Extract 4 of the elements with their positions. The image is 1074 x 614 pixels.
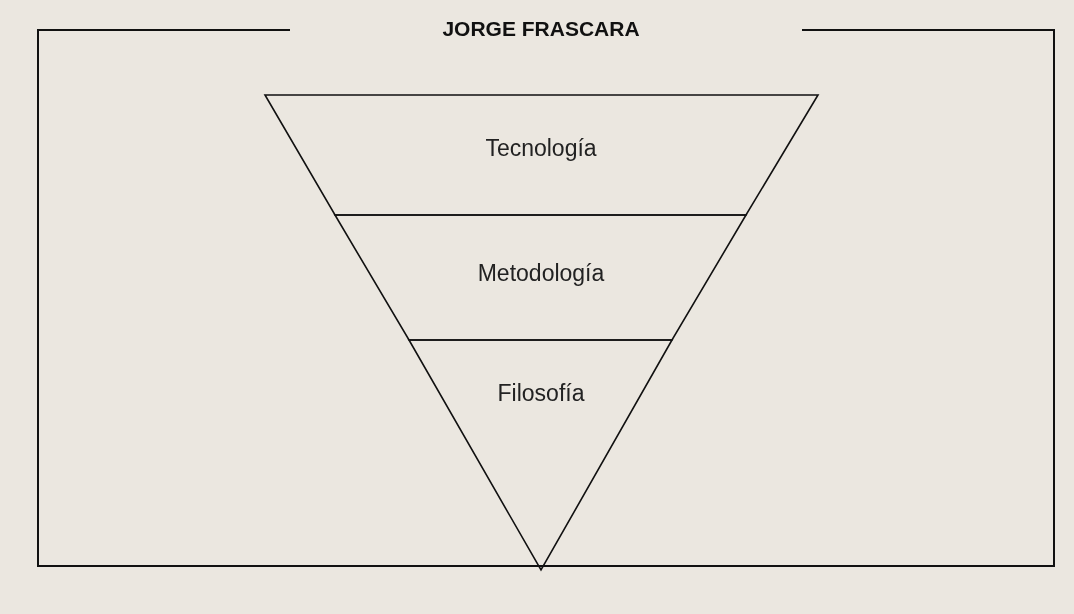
title: JORGE FRASCARA xyxy=(442,17,640,41)
band-label: Metodología xyxy=(477,260,605,287)
band-label: Tecnología xyxy=(485,135,597,162)
band-label: Filosofía xyxy=(497,380,585,407)
